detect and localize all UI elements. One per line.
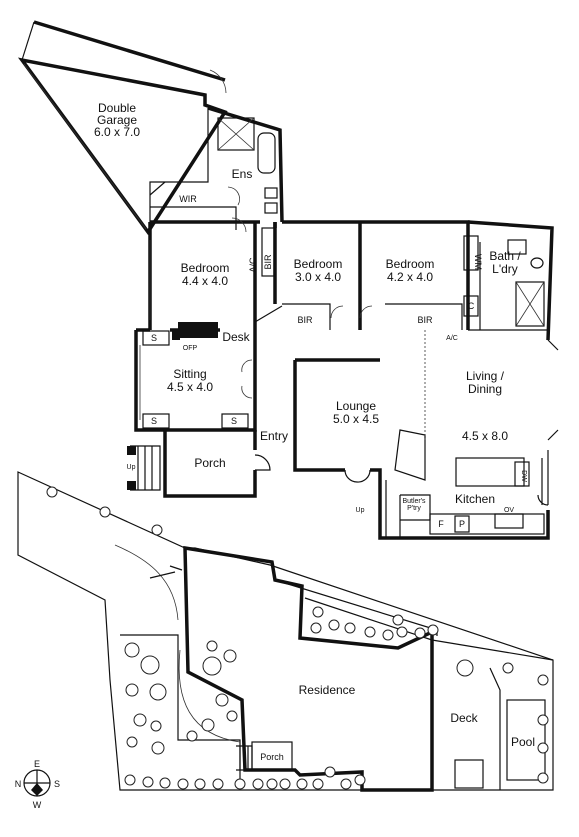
ofp-label-1: OFP [183, 345, 198, 352]
ofp-label-2: OFP [398, 453, 412, 469]
deck-label: Deck [450, 711, 478, 725]
dishwasher-label: DW [520, 470, 527, 482]
compass-south: S [54, 779, 60, 789]
sitting-label: Sitting [173, 367, 206, 381]
room-labels: Double Garage 6.0 x 7.0 Ens WIR Bedroom … [94, 101, 527, 529]
ac-label-2: A/C [446, 335, 458, 342]
porch-label: Porch [194, 456, 225, 470]
butlers-label-1: Butler's [402, 498, 426, 505]
site-plan [17, 471, 554, 792]
bir-label-2: BIR [297, 315, 313, 325]
butlers-label-2: P'try [407, 505, 421, 512]
compass-east: E [34, 759, 40, 769]
site-labels: Residence Deck Pool Porch E N S W [15, 683, 535, 810]
up-label-1: Up [127, 464, 136, 471]
sitting-size: 4.5 x 4.0 [167, 380, 213, 394]
ac-label-1: A/C [248, 257, 258, 273]
wm-label: WM [473, 254, 483, 270]
entry-label: Entry [260, 429, 288, 443]
trees [46, 486, 549, 790]
lounge-living-kitchen [295, 330, 550, 540]
shelf-label-1: S [151, 333, 157, 343]
compass [23, 769, 51, 797]
porch-entry [127, 360, 340, 498]
ensuite-block [149, 106, 284, 230]
compass-west: W [33, 800, 42, 810]
dining-label: Dining [468, 382, 502, 396]
site-porch-label: Porch [260, 752, 284, 762]
cupboard-label: C [468, 301, 475, 311]
bedroom3-size: 4.2 x 4.0 [387, 270, 433, 284]
up-label-2: Up [356, 507, 365, 514]
bedroom1-size: 4.4 x 4.0 [182, 274, 228, 288]
bedroom1-label: Bedroom [181, 261, 230, 275]
pantry-label: P [459, 519, 465, 529]
residence-label: Residence [299, 683, 356, 697]
bir-label-1: BIR [263, 254, 273, 270]
shelf-label-2: S [151, 416, 157, 426]
garage [17, 20, 228, 236]
oven-label: OV [504, 507, 514, 514]
garage-label: Double [98, 101, 136, 115]
ensuite-label: Ens [232, 167, 253, 181]
bir-label-3: BIR [417, 315, 433, 325]
compass-north: N [15, 779, 22, 789]
desk-label: Desk [222, 330, 250, 344]
bedroom2-size: 3.0 x 4.0 [295, 270, 341, 284]
bedroom3-label: Bedroom [386, 257, 435, 271]
living-label: Living / [466, 369, 505, 383]
fridge-label: F [438, 519, 444, 529]
garage-size: 6.0 x 7.0 [94, 125, 140, 139]
bath-label: Bath / [489, 249, 521, 263]
bedroom2-label: Bedroom [294, 257, 343, 271]
lounge-label: Lounge [336, 399, 376, 413]
sitting [134, 322, 257, 432]
living-size: 4.5 x 8.0 [462, 429, 508, 443]
wir-label: WIR [179, 194, 197, 204]
kitchen-label: Kitchen [455, 492, 495, 506]
garage-label-2: Garage [97, 113, 137, 127]
bath-laundry [463, 220, 559, 441]
lounge-size: 5.0 x 4.5 [333, 412, 379, 426]
laundry-label: L'dry [492, 262, 518, 276]
pool-label: Pool [511, 735, 535, 749]
shelf-label-3: S [231, 416, 237, 426]
